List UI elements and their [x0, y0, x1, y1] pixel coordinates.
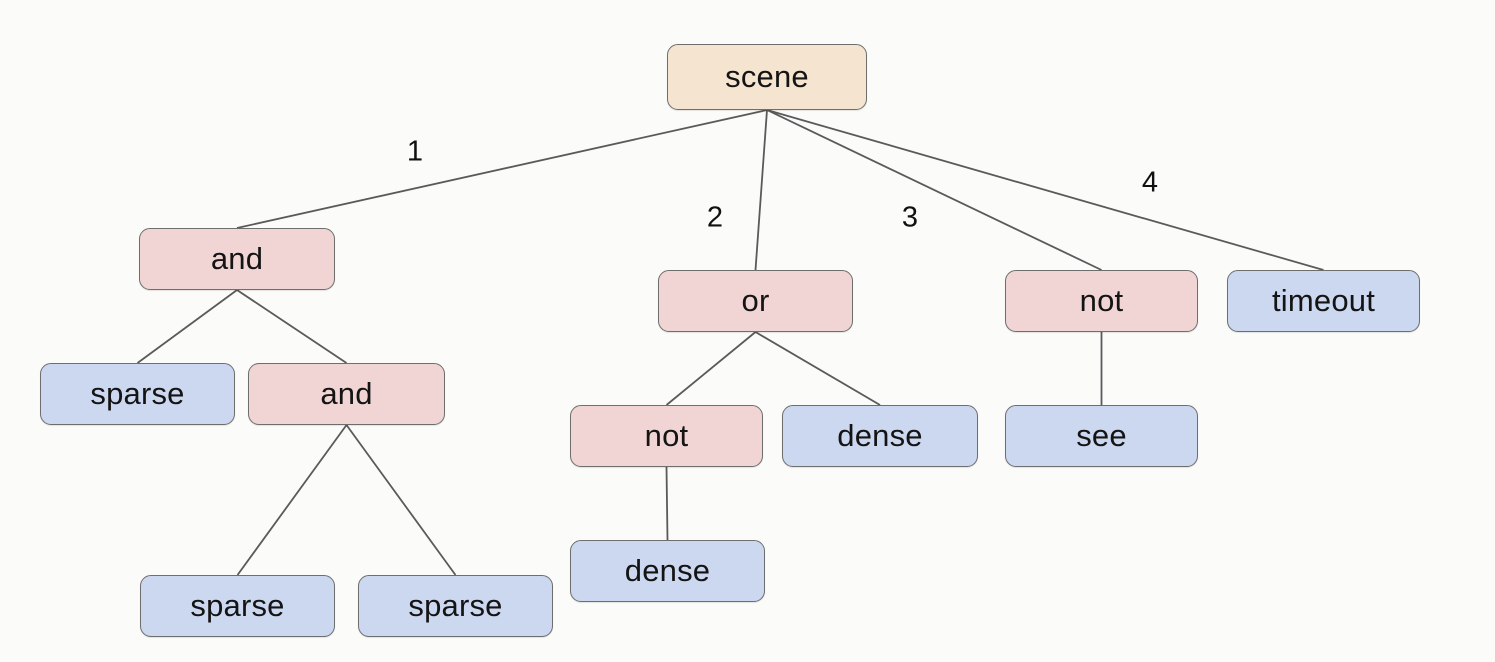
- node-label-scene: scene: [725, 58, 809, 94]
- node-timeout[interactable]: timeout: [1227, 270, 1420, 332]
- node-label-sparse2: sparse: [190, 587, 285, 623]
- node-label-see: see: [1076, 417, 1127, 453]
- node-label-sparse1: sparse: [90, 375, 185, 411]
- node-dense2[interactable]: dense: [570, 540, 765, 602]
- node-label-not1: not: [644, 417, 689, 453]
- node-label-dense1: dense: [837, 417, 923, 453]
- node-label-dense2: dense: [624, 552, 711, 588]
- node-label-not2: not: [1079, 282, 1124, 318]
- edge-and1-to-and2: [236, 289, 347, 364]
- node-sparse3[interactable]: sparse: [358, 575, 553, 637]
- node-and2[interactable]: and: [248, 363, 445, 425]
- node-label-or1: or: [741, 282, 770, 318]
- node-dense1[interactable]: dense: [782, 405, 978, 467]
- edge-scene-to-not2: [766, 109, 1102, 271]
- edge-label-2: 2: [706, 201, 724, 234]
- edge-label-1: 1: [406, 135, 424, 168]
- node-see[interactable]: see: [1005, 405, 1198, 467]
- edge-or1-to-dense1: [755, 331, 881, 406]
- node-or1[interactable]: or: [658, 270, 853, 332]
- node-not1[interactable]: not: [570, 405, 763, 467]
- node-sparse2[interactable]: sparse: [140, 575, 335, 637]
- node-not2[interactable]: not: [1005, 270, 1198, 332]
- node-sparse1[interactable]: sparse: [40, 363, 235, 425]
- edge-and2-to-sparse3: [345, 424, 457, 576]
- edge-and1-to-sparse1: [136, 289, 238, 364]
- edge-and2-to-sparse2: [236, 424, 348, 576]
- node-scene[interactable]: scene: [667, 44, 867, 110]
- edge-or1-to-not1: [665, 331, 757, 406]
- edge-not1-to-dense2: [665, 466, 669, 541]
- node-and1[interactable]: and: [139, 228, 335, 290]
- edge-scene-to-or1: [754, 109, 768, 271]
- edge-label-4: 4: [1141, 166, 1159, 199]
- node-label-and2: and: [320, 375, 373, 411]
- edge-scene-to-and1: [236, 109, 768, 229]
- edge-label-3: 3: [901, 201, 919, 234]
- node-label-timeout: timeout: [1271, 282, 1376, 318]
- edge-scene-to-timeout: [766, 109, 1324, 271]
- node-label-sparse3: sparse: [408, 587, 503, 623]
- node-label-and1: and: [210, 240, 264, 276]
